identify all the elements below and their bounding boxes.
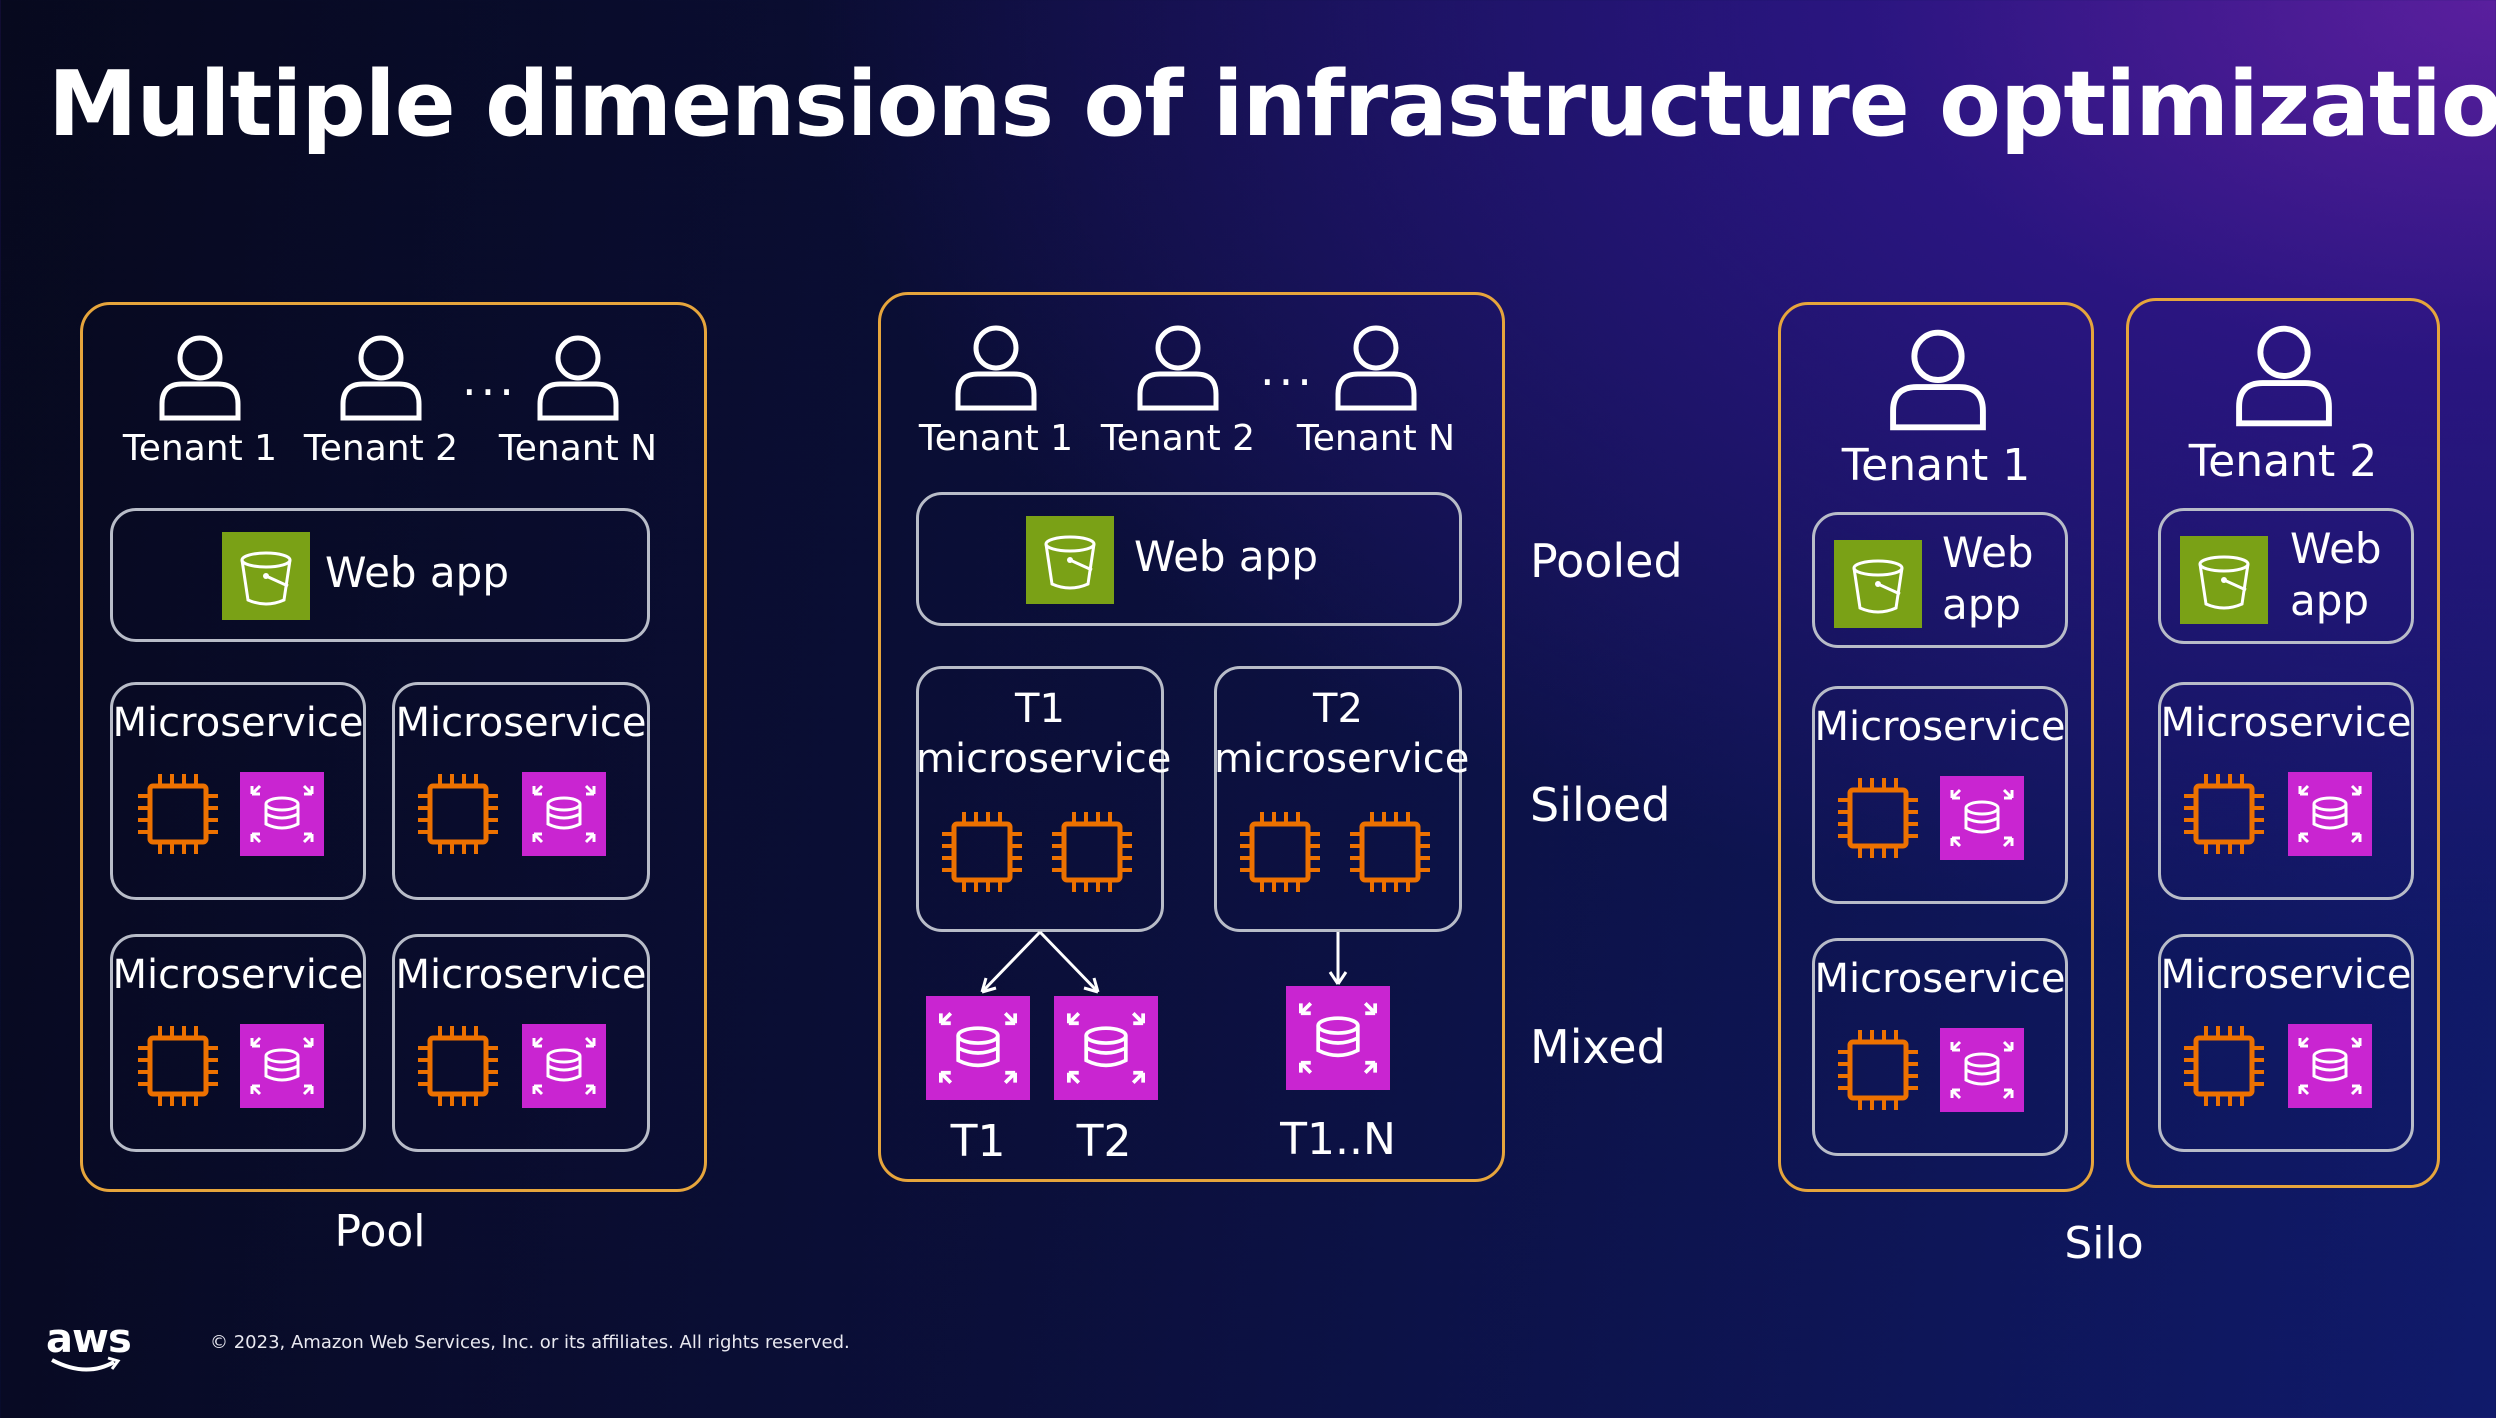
- microservice-box: [110, 682, 366, 900]
- user-icon: [1137, 325, 1219, 411]
- rds-database-icon: [1054, 996, 1158, 1100]
- ec2-chip-icon: [418, 774, 498, 854]
- microservice-label: Microservice: [395, 700, 647, 746]
- row-label-siloed: Siloed: [1530, 778, 1671, 832]
- microservice-label: Microservice: [1814, 704, 2066, 750]
- t1-microservice-box: [916, 666, 1164, 932]
- pool-panel: [80, 302, 707, 1192]
- tenant-label: Tenant 1: [122, 428, 278, 469]
- ec2-chip-icon: [2184, 774, 2264, 854]
- microservice-label: Microservice: [395, 952, 647, 998]
- web-app-label: Web app: [1134, 532, 1318, 581]
- ec2-chip-icon: [1350, 812, 1430, 892]
- microservice-label: Microservice: [112, 700, 364, 746]
- rds-database-icon: [240, 1024, 324, 1108]
- silo-caption: Silo: [2064, 1218, 2144, 1269]
- microservice-label: Microservice: [1814, 956, 2066, 1002]
- ec2-chip-icon: [138, 774, 218, 854]
- tenant-label: Tenant 2: [303, 428, 459, 469]
- microservice-box: [1812, 938, 2068, 1156]
- user-icon: [537, 335, 619, 421]
- arrow-icon: [980, 930, 1100, 994]
- s3-bucket-icon: [222, 532, 310, 620]
- user-icon: [1890, 329, 1986, 431]
- rds-database-icon: [1940, 1028, 2024, 1112]
- microservice-label: T1: [1015, 686, 1065, 732]
- ec2-chip-icon: [1240, 812, 1320, 892]
- pool-caption: Pool: [334, 1206, 426, 1257]
- tenant-label: Tenant 2: [2188, 436, 2378, 487]
- microservice-box: [2158, 682, 2414, 900]
- microservice-box: [1812, 686, 2068, 904]
- web-app-box: [110, 508, 650, 642]
- ec2-chip-icon: [1838, 1030, 1918, 1110]
- t2-microservice-box: [1214, 666, 1462, 932]
- database-label: T2: [1076, 1116, 1132, 1167]
- web-app-label: Web: [2290, 524, 2382, 573]
- tenant-label: Tenant 2: [1100, 418, 1256, 459]
- slide-title: Multiple dimensions of infrastructure op…: [48, 52, 2496, 157]
- copyright: © 2023, Amazon Web Services, Inc. or its…: [210, 1332, 850, 1353]
- user-icon: [955, 325, 1037, 411]
- ec2-chip-icon: [1052, 812, 1132, 892]
- user-icon: [340, 335, 422, 421]
- web-app-label: app: [2290, 576, 2370, 625]
- ec2-chip-icon: [138, 1026, 218, 1106]
- web-app-box: [2158, 508, 2414, 644]
- microservice-box: [392, 934, 650, 1152]
- microservice-label: Microservice: [112, 952, 364, 998]
- aws-smile-icon: [51, 1356, 121, 1372]
- database-label: T1..N: [1280, 1114, 1396, 1165]
- rds-database-icon: [2288, 1024, 2372, 1108]
- ec2-chip-icon: [942, 812, 1022, 892]
- web-app-box: [916, 492, 1462, 626]
- microservice-label: Microservice: [2160, 700, 2412, 746]
- s3-bucket-icon: [1834, 540, 1922, 628]
- ellipsis: ...: [1260, 342, 1316, 396]
- row-label-pooled: Pooled: [1530, 534, 1683, 588]
- web-app-box: [1812, 512, 2068, 648]
- silo-tenant-panel: [2126, 298, 2440, 1188]
- microservice-label: Microservice: [2160, 952, 2412, 998]
- rds-database-icon: [240, 772, 324, 856]
- row-label-mixed: Mixed: [1530, 1020, 1666, 1074]
- tenant-label: Tenant N: [498, 428, 658, 469]
- s3-bucket-icon: [1026, 516, 1114, 604]
- rds-database-icon: [1286, 986, 1390, 1090]
- rds-database-icon: [522, 772, 606, 856]
- database-label: T1: [950, 1116, 1006, 1167]
- microservice-box: [2158, 934, 2414, 1152]
- microservice-label: T2: [1313, 686, 1363, 732]
- ec2-chip-icon: [2184, 1026, 2264, 1106]
- tenant-label: Tenant 1: [1841, 440, 2031, 491]
- microservice-label: microservice: [1214, 736, 1470, 782]
- rds-database-icon: [1940, 776, 2024, 860]
- web-app-label: Web: [1942, 528, 2034, 577]
- mixed-panel: [878, 292, 1505, 1182]
- web-app-label: app: [1942, 580, 2022, 629]
- silo-tenant-panel: [1778, 302, 2094, 1192]
- aws-logo: aws: [46, 1316, 132, 1362]
- rds-database-icon: [926, 996, 1030, 1100]
- ec2-chip-icon: [418, 1026, 498, 1106]
- ellipsis: ...: [462, 352, 518, 406]
- s3-bucket-icon: [2180, 536, 2268, 624]
- user-icon: [1335, 325, 1417, 411]
- web-app-label: Web app: [325, 548, 509, 597]
- tenant-label: Tenant 1: [918, 418, 1074, 459]
- ec2-chip-icon: [1838, 778, 1918, 858]
- microservice-box: [110, 934, 366, 1152]
- user-icon: [2236, 325, 2332, 427]
- arrow-icon: [1328, 932, 1348, 985]
- tenant-label: Tenant N: [1296, 418, 1456, 459]
- microservice-box: [392, 682, 650, 900]
- microservice-label: microservice: [916, 736, 1172, 782]
- user-icon: [159, 335, 241, 421]
- rds-database-icon: [2288, 772, 2372, 856]
- rds-database-icon: [522, 1024, 606, 1108]
